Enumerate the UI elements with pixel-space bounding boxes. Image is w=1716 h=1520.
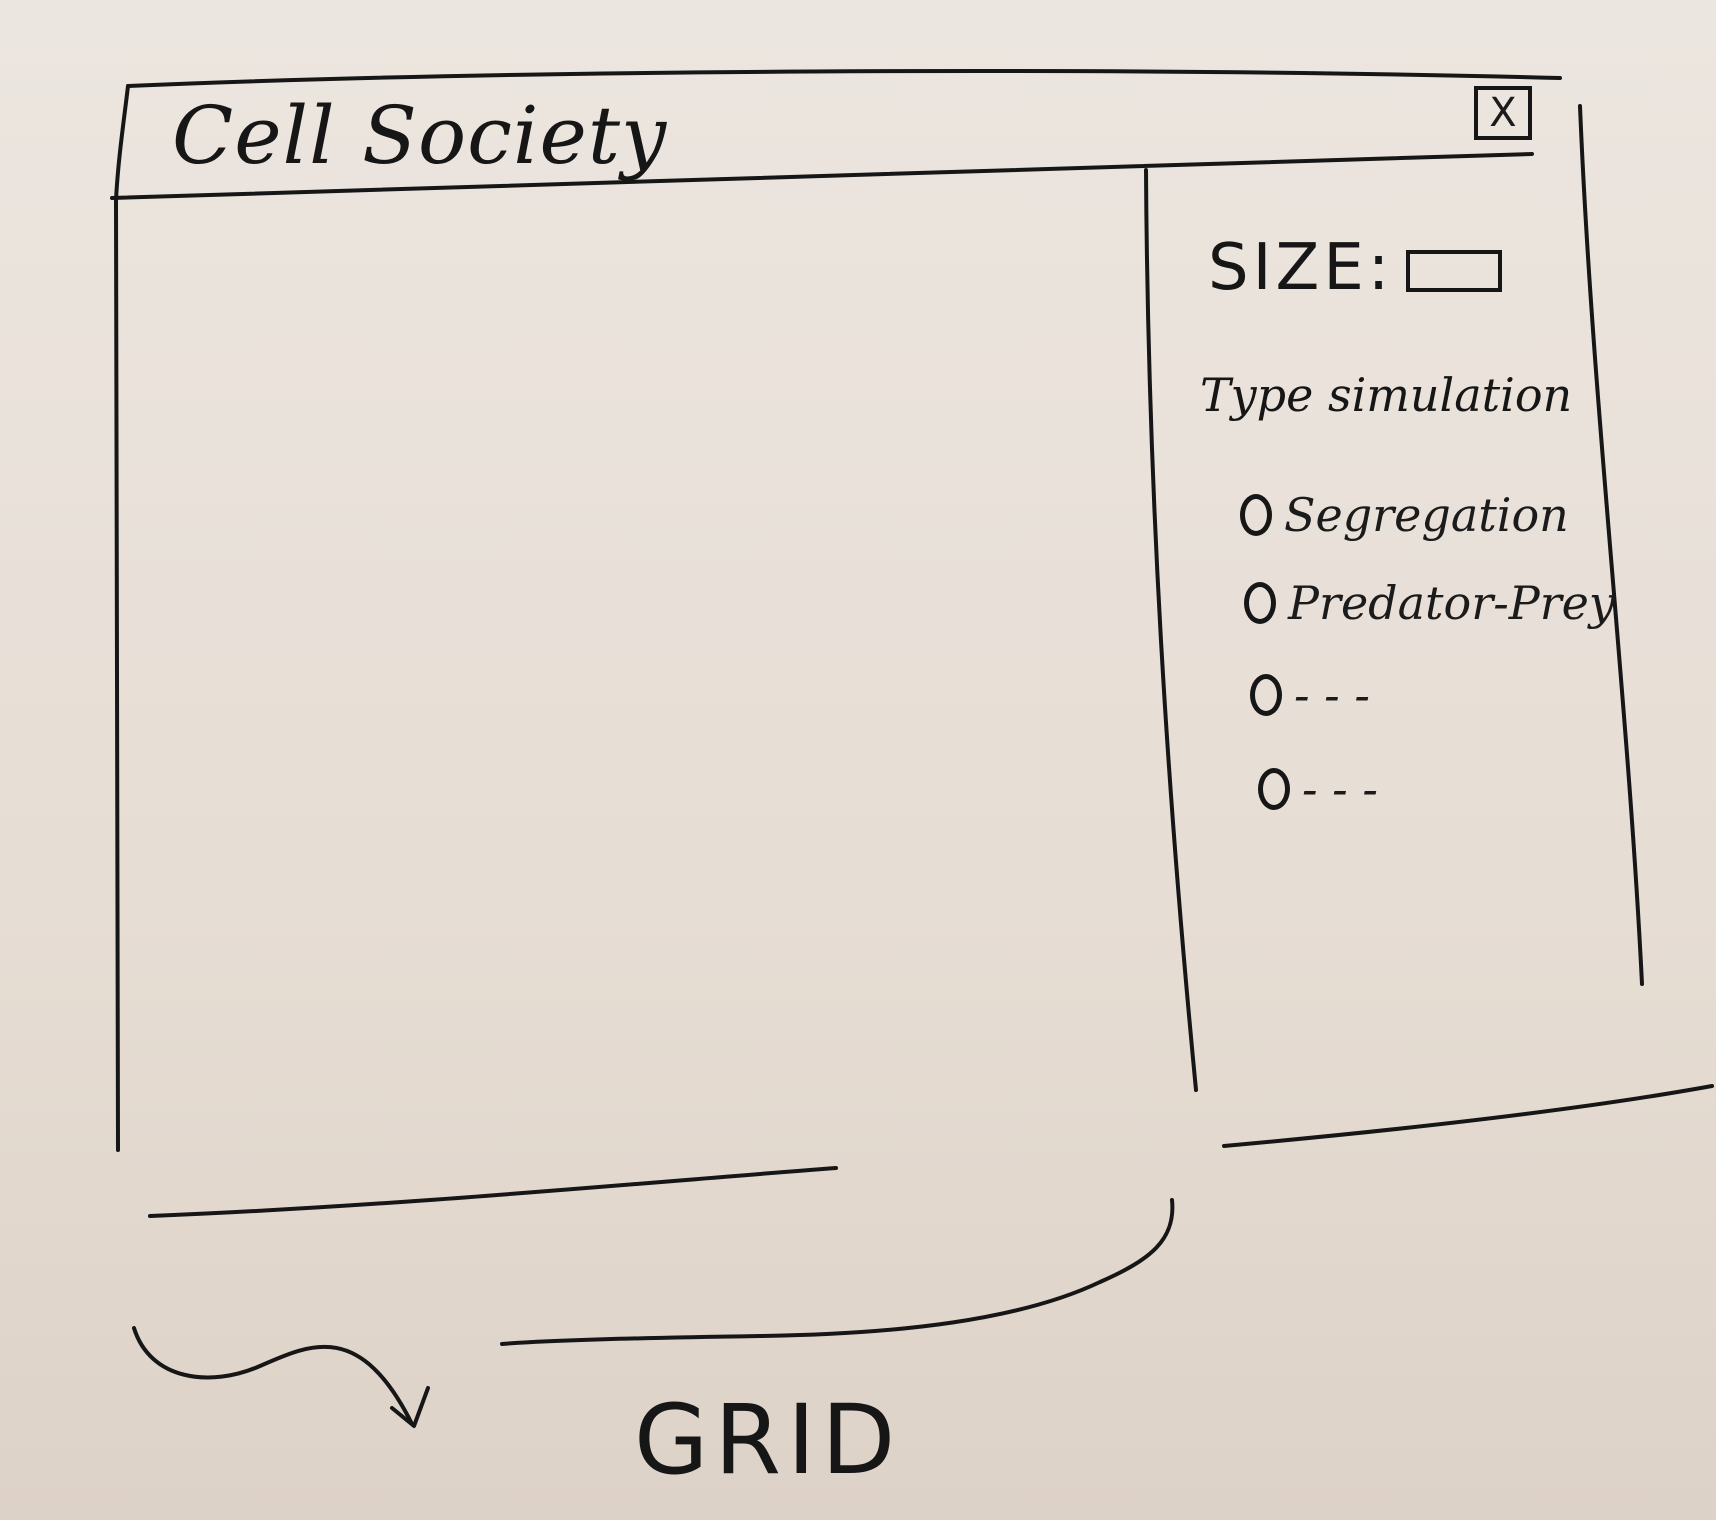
radio-button[interactable]: [1258, 768, 1290, 810]
squiggle-arrow: [132, 1326, 414, 1426]
option-placeholder-1[interactable]: - - -: [1250, 668, 1370, 722]
close-button[interactable]: X: [1474, 86, 1532, 140]
radio-button[interactable]: [1250, 674, 1282, 716]
option-label: - - -: [1294, 668, 1370, 722]
option-label: - - -: [1302, 762, 1378, 816]
option-placeholder-2[interactable]: - - -: [1258, 762, 1378, 816]
grid-area[interactable]: [124, 206, 1134, 1146]
radio-button[interactable]: [1240, 494, 1272, 536]
option-label: Segregation: [1284, 488, 1569, 542]
option-label: Predator-Prey: [1288, 576, 1615, 630]
option-segregation[interactable]: Segregation: [1240, 488, 1569, 542]
window-title: Cell Society: [172, 89, 668, 182]
squiggle-arrowhead: [390, 1386, 430, 1428]
close-icon: X: [1489, 90, 1517, 136]
window-right-edge: [1578, 104, 1644, 986]
panel-divider: [1144, 168, 1198, 1092]
grid-bottom-edge: [148, 1166, 838, 1218]
size-input[interactable]: [1406, 250, 1502, 292]
option-predator-prey[interactable]: Predator-Prey: [1244, 576, 1615, 630]
simulation-type-label: Type simulation: [1200, 368, 1573, 422]
window-top-edge: [126, 69, 1562, 88]
radio-button[interactable]: [1244, 582, 1276, 624]
grid-annotation-label: GRID: [634, 1384, 902, 1496]
titlebar-divider: [110, 152, 1534, 200]
grid-brace: [500, 1198, 1175, 1346]
size-label: SIZE:: [1208, 231, 1394, 305]
panel-bottom-edge: [1222, 1084, 1714, 1148]
